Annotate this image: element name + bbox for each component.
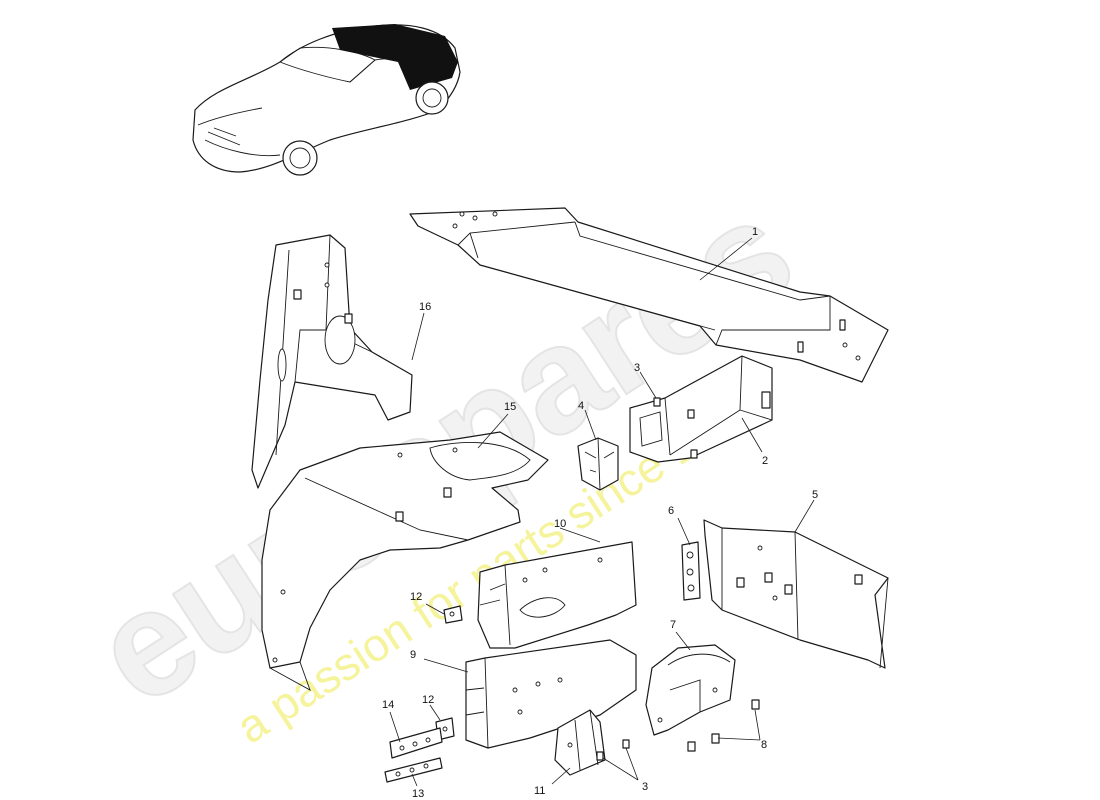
part-6-plate bbox=[681, 541, 701, 601]
part-10-sill-upper bbox=[477, 541, 637, 649]
part-13-strip bbox=[384, 757, 443, 783]
callout-5: 5 bbox=[812, 489, 818, 501]
car-locator-illustration bbox=[192, 24, 461, 176]
fasteners-3-and-8 bbox=[596, 397, 760, 761]
callout-labels: 1 2 3 3 4 5 6 7 8 9 10 11 12 12 13 14 15… bbox=[382, 226, 818, 800]
part-7-mount-bracket bbox=[645, 644, 736, 736]
part-1-rear-crossmember bbox=[409, 207, 889, 383]
highlighted-area bbox=[332, 24, 458, 90]
callout-16: 16 bbox=[419, 301, 431, 313]
part-9-sill-lower bbox=[465, 639, 637, 749]
part-5-rear-panel bbox=[703, 519, 889, 669]
callout-2: 2 bbox=[762, 455, 768, 467]
callout-3-upper: 3 bbox=[634, 362, 640, 374]
part-2-box-member bbox=[629, 355, 773, 463]
part-14-strip bbox=[389, 727, 443, 759]
callout-10: 10 bbox=[554, 518, 566, 530]
callout-11: 11 bbox=[534, 785, 545, 797]
callout-12-upper: 12 bbox=[410, 591, 422, 603]
part-11-lower-bracket bbox=[554, 709, 606, 776]
callout-9: 9 bbox=[410, 649, 416, 661]
callout-12-lower: 12 bbox=[422, 694, 434, 706]
callout-4: 4 bbox=[578, 400, 584, 412]
callout-1: 1 bbox=[752, 226, 758, 238]
callout-14: 14 bbox=[382, 699, 394, 711]
callout-15: 15 bbox=[504, 401, 516, 413]
part-16-b-pillar-panel bbox=[251, 234, 413, 489]
callout-3-lower: 3 bbox=[642, 781, 648, 793]
callout-6: 6 bbox=[668, 505, 674, 517]
callout-7: 7 bbox=[670, 619, 676, 631]
part-12-plate-upper bbox=[443, 605, 463, 624]
part-4-bracket bbox=[577, 437, 619, 491]
leader-lines bbox=[389, 237, 815, 787]
callout-13: 13 bbox=[412, 788, 424, 800]
part-15-floor-panel bbox=[261, 431, 549, 691]
callout-8: 8 bbox=[761, 739, 767, 751]
